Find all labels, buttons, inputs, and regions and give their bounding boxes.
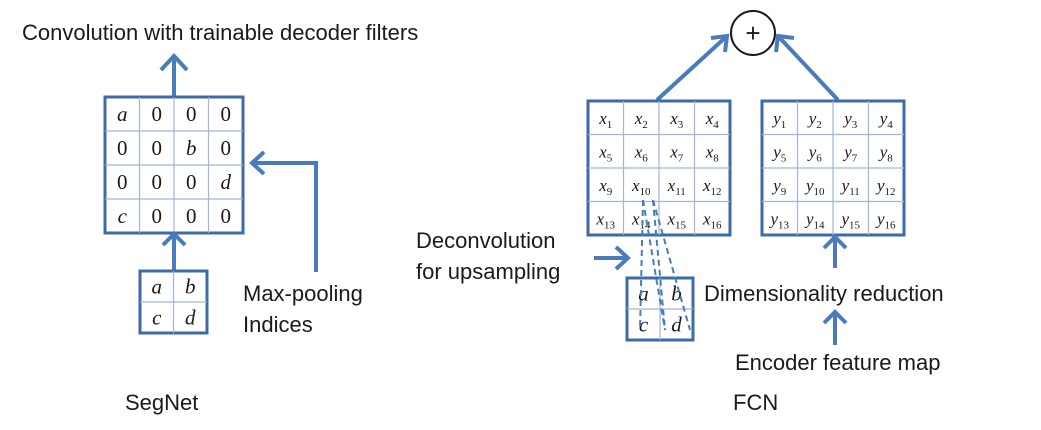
segnet-pool-cell: d bbox=[185, 306, 196, 330]
fcn-caption: FCN bbox=[733, 390, 778, 415]
segnet-upsample-arrow bbox=[161, 231, 187, 270]
segnet-grid-cell: a bbox=[117, 102, 128, 126]
fcn-x-grid-cell: x1 bbox=[598, 109, 612, 131]
segnet-pool-cell: b bbox=[185, 275, 196, 299]
fcn-pool-cell: c bbox=[639, 313, 649, 337]
segnet-indices-label-1: Max-pooling bbox=[243, 281, 363, 306]
fcn-y-grid-cell: y7 bbox=[842, 142, 858, 164]
fcn-y-grid-cell: y14 bbox=[804, 209, 825, 231]
segnet-grid-cell: 0 bbox=[186, 170, 197, 194]
fcn-y-grid-cell: y16 bbox=[875, 209, 896, 231]
segnet-grid-cell: 0 bbox=[117, 136, 128, 160]
segnet-grid-cell: 0 bbox=[152, 170, 163, 194]
segnet-grid-cell: 0 bbox=[221, 136, 232, 160]
fcn-x-grid-cell: x2 bbox=[634, 109, 648, 131]
fcn-y-grid: y1 y2 y3 y4 y5 y6 y7 y8 y9 y10 y11 y12 y13 y14 y15 y16 bbox=[760, 99, 906, 237]
fcn-x-grid: x1 x2 x3 x4 x5 x6 x7 x8 x9 x10 x11 x12 x13 x14 x15 x16 bbox=[586, 99, 732, 237]
fcn-x-grid-cell: x13 bbox=[595, 209, 615, 231]
fcn-y-grid-cell: y15 bbox=[839, 209, 860, 231]
fcn-pool-cell: b bbox=[671, 282, 682, 306]
segnet-grid-cell: 0 bbox=[152, 204, 163, 228]
segnet-grid-cell: d bbox=[221, 170, 232, 194]
fcn-x-grid-cell: x9 bbox=[598, 176, 613, 198]
deconv-arrow bbox=[594, 245, 631, 271]
svg-text:+: + bbox=[745, 18, 760, 48]
deconv-label-1: Deconvolution bbox=[416, 228, 555, 253]
fcn-pool-cell: a bbox=[638, 282, 649, 306]
encoder-label: Encoder feature map bbox=[735, 350, 940, 375]
fcn-x-grid-cell: x8 bbox=[705, 142, 720, 164]
dimred-label: Dimensionality reduction bbox=[704, 281, 944, 306]
encoder-arrow bbox=[822, 309, 848, 345]
fcn-x-grid-cell: x16 bbox=[702, 209, 722, 231]
fcn-y-grid-cell: y5 bbox=[771, 142, 787, 164]
segnet-top-label: Convolution with trainable decoder filte… bbox=[22, 20, 418, 45]
fcn-y-grid-cell: y3 bbox=[842, 109, 858, 131]
fcn-x-grid-cell: x6 bbox=[634, 142, 649, 164]
segnet-grid-cell: 0 bbox=[117, 170, 128, 194]
fcn-x-grid-cell: x3 bbox=[669, 109, 684, 131]
deconv-dashed-lines bbox=[639, 199, 691, 331]
deconv-label-2: for upsampling bbox=[416, 259, 560, 284]
fcn-y-grid-cell: y13 bbox=[768, 209, 789, 231]
fcn-y-grid-cell: y10 bbox=[804, 176, 825, 198]
segnet-caption: SegNet bbox=[125, 390, 198, 415]
segnet-grid-cell: 0 bbox=[221, 102, 232, 126]
segnet-pool-cell: a bbox=[152, 275, 163, 299]
fcn-x-grid-cell: x4 bbox=[705, 109, 720, 131]
y-to-sum-arrow bbox=[774, 33, 840, 102]
segnet-grid-cell: 0 bbox=[221, 204, 232, 228]
segnet-grid-cell: 0 bbox=[186, 204, 197, 228]
fcn-y-grid-cell: y6 bbox=[807, 142, 823, 164]
fcn-y-grid-cell: y12 bbox=[875, 176, 896, 198]
segnet-up-arrow bbox=[159, 53, 189, 96]
x-to-sum-arrow bbox=[655, 33, 730, 102]
segnet-indices-label-2: Indices bbox=[243, 312, 313, 337]
fcn-y-grid-cell: y11 bbox=[840, 176, 860, 198]
segnet-grid-cell: c bbox=[118, 204, 128, 228]
fcn-x-grid-cell: x5 bbox=[598, 142, 613, 164]
fcn-x-grid-cell: x15 bbox=[666, 209, 686, 231]
dimred-arrow bbox=[822, 234, 848, 268]
fcn-y-grid-cell: y8 bbox=[878, 142, 894, 164]
segnet-grid-cell: b bbox=[186, 136, 197, 160]
fcn-x-grid-cell: x11 bbox=[667, 176, 686, 198]
segnet-pool-cell: c bbox=[152, 306, 162, 330]
fcn-x-grid-cell: x10 bbox=[631, 176, 651, 198]
segnet-grid-cell: 0 bbox=[152, 136, 163, 160]
segnet-grid-cell: 0 bbox=[152, 102, 163, 126]
segnet-indices-arrow bbox=[249, 150, 318, 272]
fcn-y-grid-cell: y4 bbox=[878, 109, 894, 131]
fcn-x-grid-cell: x12 bbox=[702, 176, 722, 198]
fcn-y-grid-cell: y9 bbox=[771, 176, 787, 198]
fcn-y-grid-cell: y2 bbox=[807, 109, 822, 131]
fcn-x-grid-cell: x14 bbox=[631, 209, 651, 231]
fcn-y-grid-cell: y1 bbox=[771, 109, 786, 131]
segnet-grid-cell: 0 bbox=[186, 102, 197, 126]
fcn-pool-cell: d bbox=[671, 313, 682, 337]
fcn-x-grid-cell: x7 bbox=[669, 142, 684, 164]
sum-node: + bbox=[730, 10, 776, 56]
